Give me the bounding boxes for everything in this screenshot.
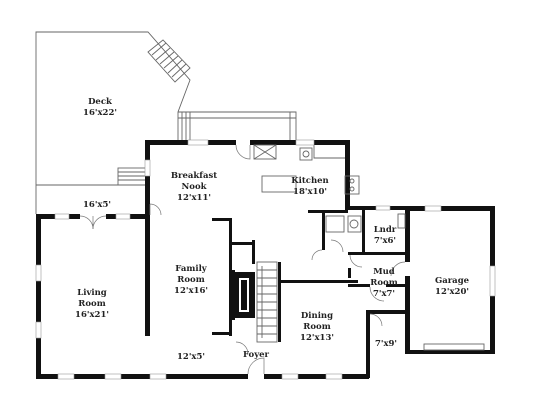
dining-room-name-2: Room [303, 322, 330, 332]
living-room-name-2: Room [78, 299, 105, 309]
breakfast-nook-name-1: Breakfast [171, 171, 217, 181]
garage-name: Garage [435, 276, 470, 286]
garage-size: 12'x20' [435, 287, 469, 297]
laundry-name: Lndr [374, 225, 397, 235]
interior-walls [145, 206, 410, 342]
family-room-name-1: Family [175, 264, 208, 274]
kitchen-name: Kitchen [291, 176, 329, 186]
small-deck-size: 16'x5' [83, 200, 111, 210]
foyer-name: Foyer [243, 350, 270, 360]
living-room-size: 16'x21' [75, 310, 109, 320]
garage-door [423, 343, 485, 351]
laundry-size: 7'x6' [374, 236, 396, 246]
laundry-fixtures [325, 213, 406, 233]
kitchen-fixtures [253, 144, 360, 195]
mud-room-size: 7'x7' [373, 289, 395, 299]
room-labels: Deck 16'x22' Breakfast Nook 12'x11' Kitc… [75, 97, 470, 362]
breakfast-nook-size: 12'x11' [177, 193, 211, 203]
storage-size: 7'x9' [375, 339, 397, 349]
deck-name: Deck [88, 97, 113, 107]
main-stairs [256, 261, 278, 343]
doors [79, 140, 410, 379]
deck-stairs [147, 39, 191, 83]
living-room-name-1: Living [77, 288, 107, 298]
windows [35, 139, 496, 380]
breakfast-nook-name-2: Nook [182, 182, 208, 192]
dining-room-name-1: Dining [301, 311, 333, 321]
deck-size: 16'x22' [83, 108, 117, 118]
mud-room-name-2: Room [370, 278, 397, 288]
kitchen-size: 18'x10' [293, 187, 327, 197]
small-deck-steps [117, 167, 147, 186]
dining-room-size: 12'x13' [300, 333, 334, 343]
family-room-name-2: Room [177, 275, 204, 285]
hall-size: 12'x5' [177, 352, 205, 362]
mud-room-name-1: Mud [373, 267, 395, 277]
family-room-size: 12'x16' [174, 286, 208, 296]
